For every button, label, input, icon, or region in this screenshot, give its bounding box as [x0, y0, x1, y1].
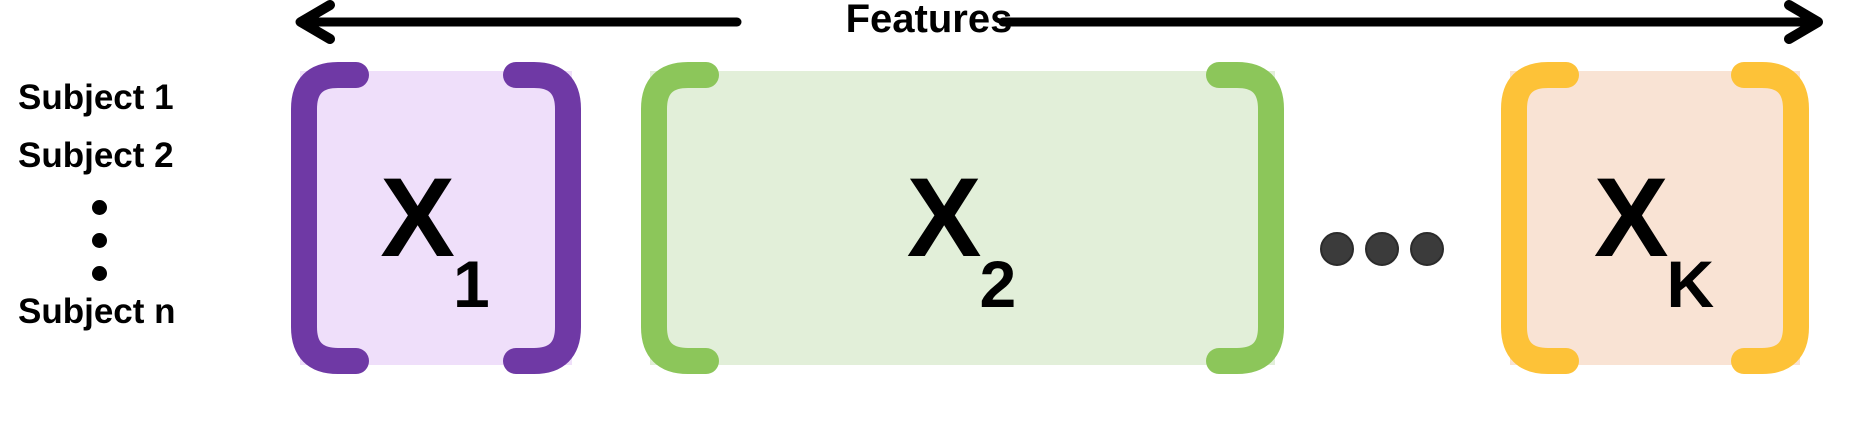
vertical-ellipsis-icon	[92, 200, 116, 286]
vertical-ellipsis-dot	[92, 233, 107, 248]
horizontal-ellipsis-dot	[1410, 232, 1444, 266]
matrix-block-fill	[650, 71, 1275, 365]
matrix-block-symbol: X	[906, 155, 982, 280]
vertical-ellipsis-dot	[92, 266, 107, 281]
vertical-ellipsis-dot	[92, 200, 107, 215]
matrix-block-fill	[300, 71, 572, 365]
subject-label-n: Subject n	[18, 292, 176, 331]
matrix-block-symbol: X	[380, 155, 455, 280]
features-label: Features	[845, 0, 1013, 41]
matrix-block-subscript: 1	[452, 247, 490, 321]
matrix-block-symbol: X	[1593, 155, 1669, 280]
matrix-block-subscript: K	[1666, 247, 1715, 321]
matrix-block-bracket	[641, 62, 1284, 374]
horizontal-ellipsis-dot	[1365, 232, 1399, 266]
subject-label-2: Subject 2	[18, 136, 174, 175]
matrix-block-subscript: 2	[979, 247, 1017, 321]
matrix-block-fill	[1510, 71, 1800, 365]
arrow-right-icon	[998, 0, 1823, 44]
matrix-block-bracket	[1501, 62, 1809, 374]
matrix-block-bracket	[291, 62, 581, 374]
subject-label-1: Subject 1	[18, 78, 174, 117]
horizontal-ellipsis-dot	[1320, 232, 1354, 266]
arrow-left-icon	[295, 0, 742, 44]
horizontal-ellipsis-icon	[1320, 232, 1450, 272]
features-axis: Features	[0, 0, 1858, 48]
features-arrow-line	[295, 0, 1823, 44]
subject-labels: Subject 1 Subject 2 Subject n	[18, 64, 230, 364]
